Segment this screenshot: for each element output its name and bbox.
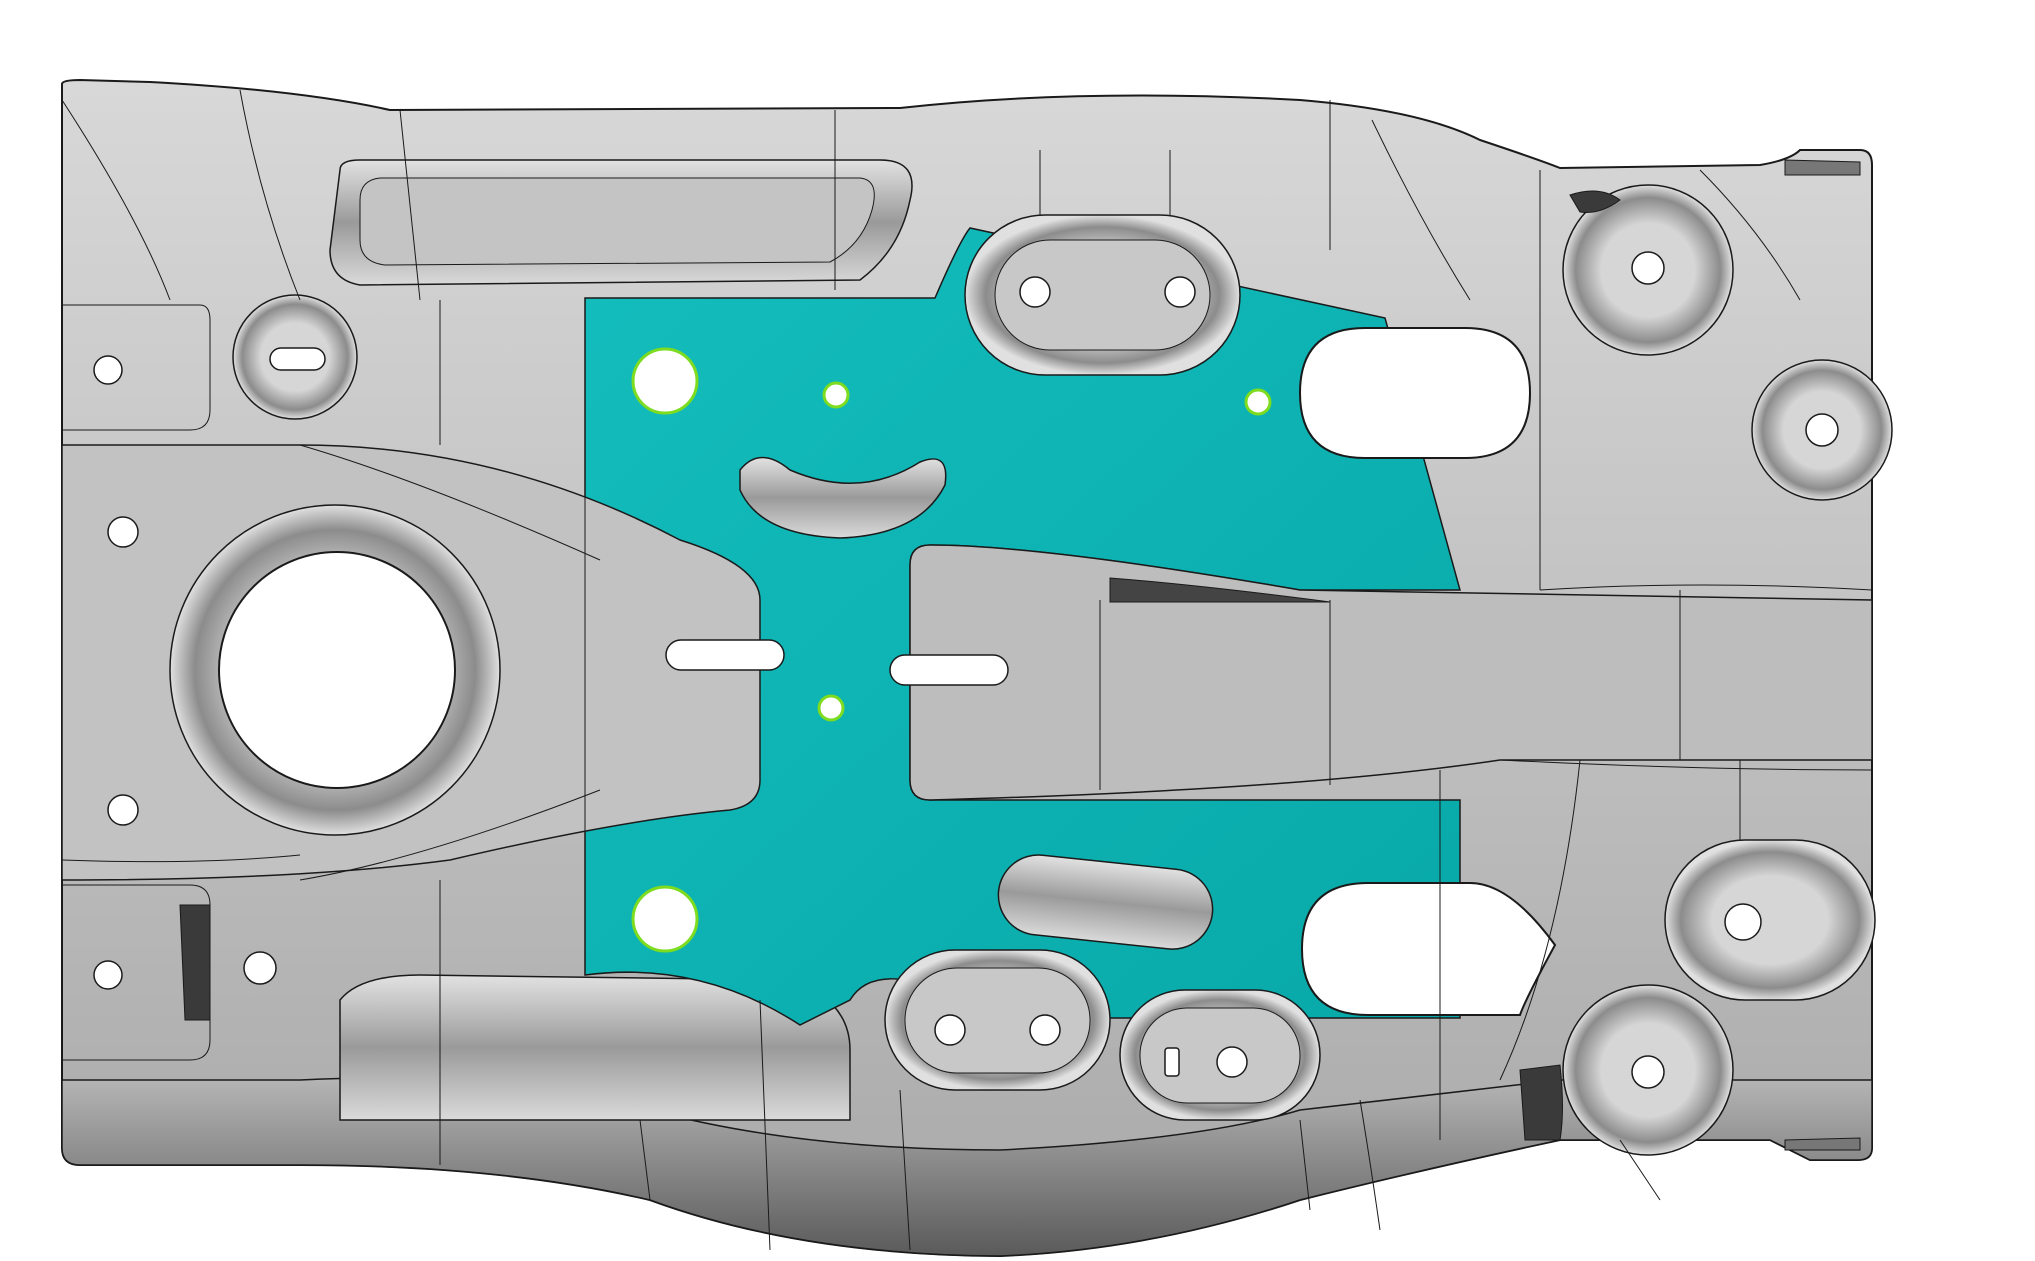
upper-cutout[interactable] [1298, 327, 1532, 459]
circle-hole-icon[interactable] [93, 960, 123, 990]
lower-flange [61, 1077, 1873, 1257]
lower-cutout[interactable] [1300, 882, 1557, 1016]
circle-hole-icon[interactable] [107, 516, 139, 548]
circle-hole-icon[interactable] [631, 885, 699, 953]
slot-hole-icon[interactable] [889, 654, 1009, 686]
right-lower-boss [1664, 839, 1876, 1001]
circle-hole-icon[interactable] [93, 355, 123, 385]
slot-hole-icon[interactable] [665, 639, 785, 671]
center-channel [909, 544, 1873, 801]
circle-hole-icon[interactable] [822, 381, 850, 409]
crease-accent [1569, 190, 1621, 213]
oblong-emboss [997, 854, 1214, 950]
crescent-emboss [739, 456, 947, 539]
circle-hole-icon[interactable] [1216, 1046, 1248, 1078]
upper-rib-inner [359, 177, 875, 266]
crease-accent [179, 904, 211, 1021]
face-edges [61, 89, 1873, 1251]
circle-hole-icon[interactable] [1029, 1014, 1061, 1046]
circle-hole-icon[interactable] [1244, 388, 1272, 416]
circle-hole-icon[interactable] [1724, 903, 1762, 941]
crease-accent [1784, 1137, 1861, 1151]
circle-hole-icon[interactable] [243, 951, 277, 985]
circle-hole-icon[interactable] [1164, 276, 1196, 308]
circle-hole-icon[interactable] [1631, 1055, 1665, 1089]
circle-hole-icon[interactable] [1805, 413, 1839, 447]
crease-accent [1519, 1064, 1563, 1141]
circle-hole-icon[interactable] [631, 347, 699, 415]
crease-accent [1784, 159, 1861, 176]
circle-hole-icon[interactable] [1631, 251, 1665, 285]
slot-hole-icon[interactable] [269, 347, 326, 371]
circle-hole-icon[interactable] [1019, 276, 1051, 308]
circle-hole-icon[interactable] [934, 1014, 966, 1046]
large-hole-icon[interactable] [218, 551, 456, 789]
slot-hole-icon[interactable] [1164, 1047, 1180, 1077]
circle-hole-icon[interactable] [107, 794, 139, 826]
circle-hole-icon[interactable] [817, 694, 845, 722]
center-channel-dark [1109, 577, 1331, 603]
